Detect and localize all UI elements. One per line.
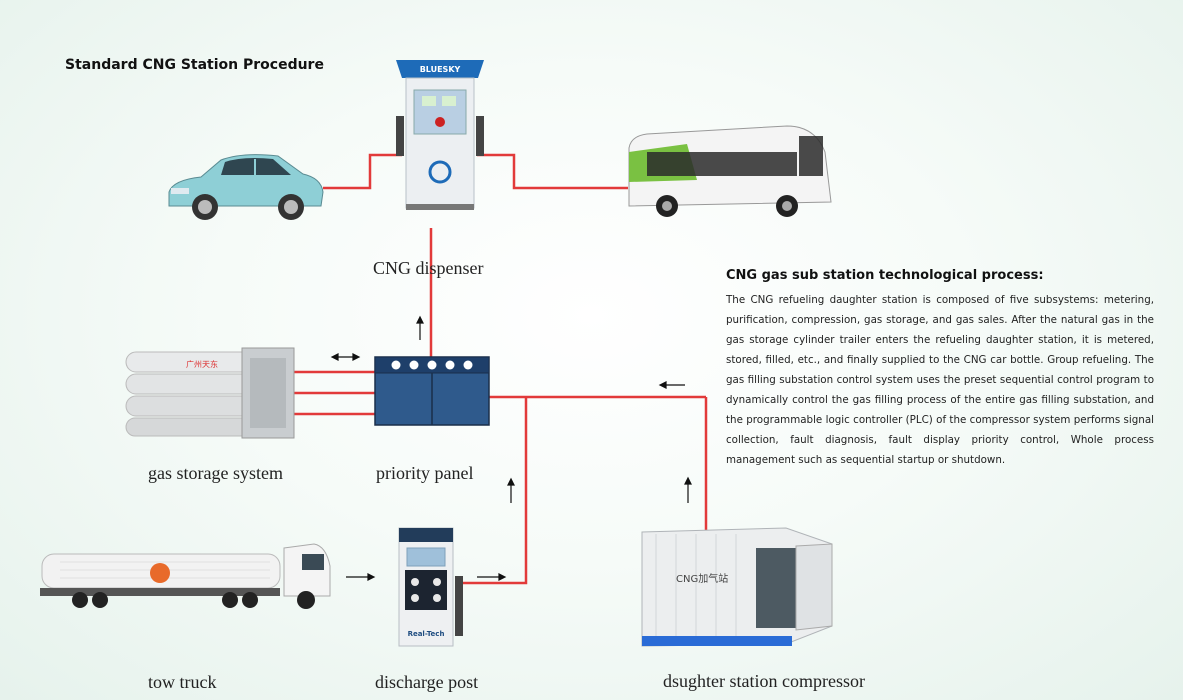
tow-truck-image [40,543,331,609]
label-gas-storage-system: gas storage system [148,463,283,483]
flow-arrows [330,315,692,581]
label-cng-dispenser: CNG dispenser [373,258,484,278]
dispenser-brand: BLUESKY [420,65,461,74]
compressor-image: CNG加气站 [641,527,833,647]
arrow-right-truck [346,573,376,581]
arrow-up-mid [507,477,515,503]
arrow-up-dispenser [416,315,424,340]
arrow-up-compressor [684,476,692,503]
car-image [168,154,324,220]
compressor-marking: CNG加气站 [676,572,728,585]
label-priority-panel: priority panel [376,463,474,483]
pipe-car [323,153,402,190]
pipe-discharge [462,397,528,585]
pipe-lines [278,153,708,585]
discharge-post-image: Real-Tech [398,527,463,647]
label-compressor: dsughter station compressor [663,671,865,691]
arrow-bidirectional [330,353,361,361]
arrow-right-discharge [477,573,507,581]
label-discharge-post: discharge post [375,672,479,692]
gas-storage-image: 广州天东 [125,347,295,439]
label-tow-truck: tow truck [148,672,217,692]
description-heading: CNG gas sub station technological proces… [726,268,1044,283]
priority-panel-image [374,356,490,426]
arrow-left-compressor [658,381,685,389]
storage-marking: 广州天东 [186,359,218,369]
pipe-bus [477,153,628,190]
discharge-brand: Real-Tech [408,630,445,638]
page-title: Standard CNG Station Procedure [65,57,324,73]
bus-image [628,125,832,217]
description-body: The CNG refueling daughter station is co… [726,294,1154,466]
cng-dispenser-image: BLUESKY [396,60,484,210]
